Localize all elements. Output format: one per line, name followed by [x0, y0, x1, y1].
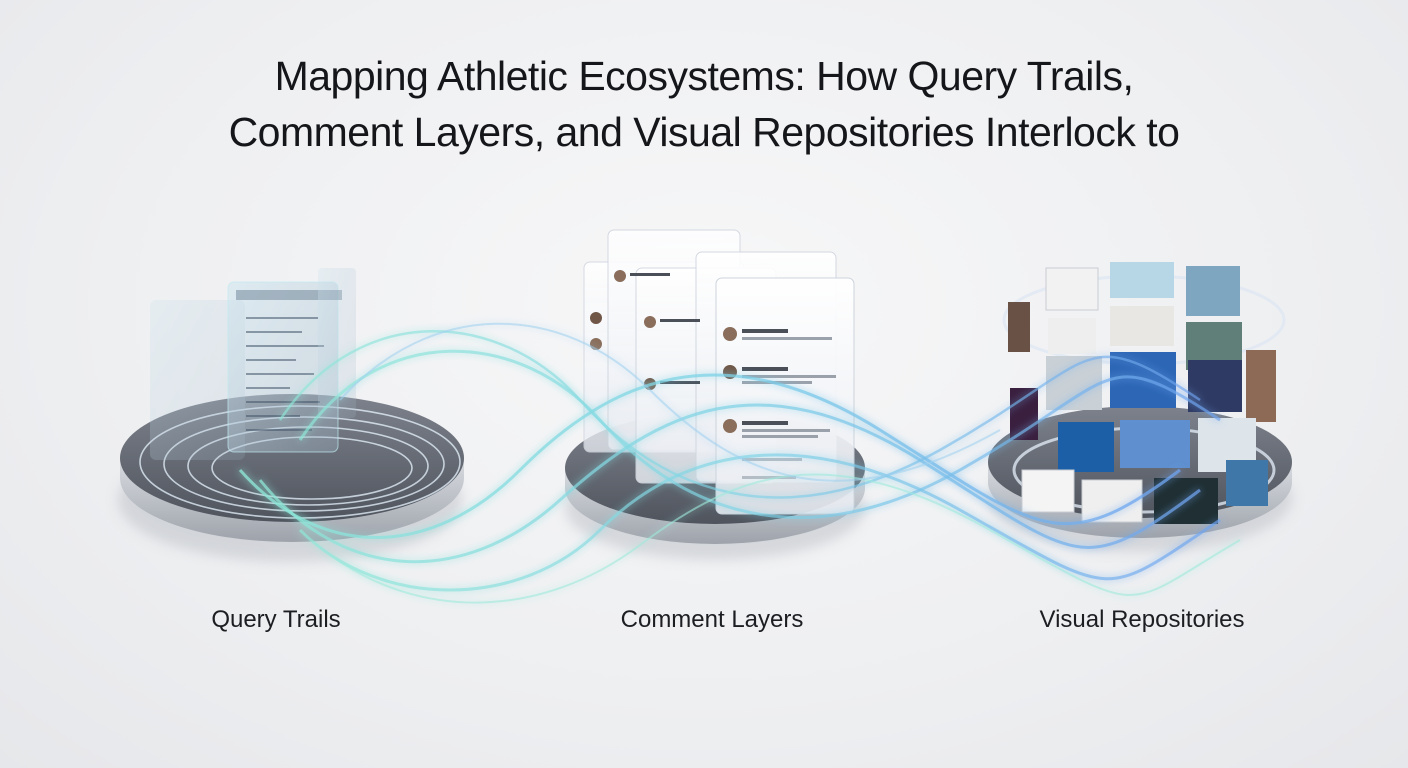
- comment-layers-platform: [565, 229, 865, 560]
- title-line-2: Comment Layers, and Visual Repositories …: [228, 109, 1180, 155]
- node-label-visual-repositories: Visual Repositories: [1039, 606, 1245, 633]
- node-label-comment-layers: Comment Layers: [620, 606, 804, 633]
- query-trails-platform: [118, 268, 464, 562]
- interlock-flow-bands: [238, 322, 1241, 604]
- image-carousel-icon: [1002, 262, 1286, 524]
- title-line-1: Mapping Athletic Ecosystems: How Query T…: [274, 53, 1134, 99]
- query-panel-stack: [150, 268, 356, 460]
- visual-repositories-platform: [988, 262, 1292, 552]
- diagram-title: Mapping Athletic Ecosystems: How Query T…: [0, 48, 1408, 160]
- node-label-query-trails: Query Trails: [211, 606, 341, 633]
